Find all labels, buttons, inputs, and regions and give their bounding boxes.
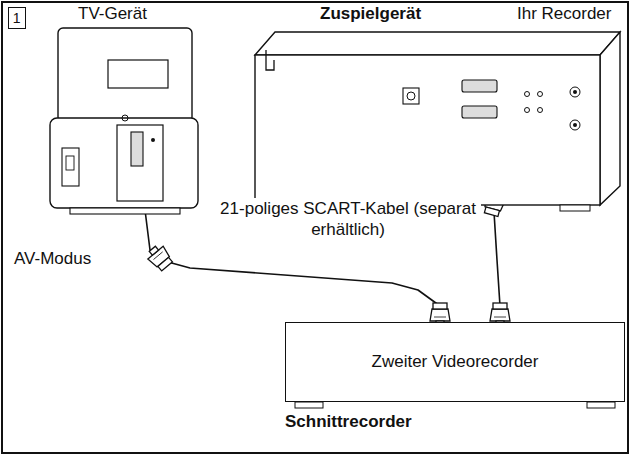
- callout-number: 1: [13, 8, 21, 28]
- mode-label: AV-Modus: [12, 248, 93, 269]
- scart-plug: [145, 242, 175, 272]
- tv-set-drawing: [40, 4, 205, 220]
- editing-recorder: Zweiter VideorecorderSchnittrecorder: [285, 322, 625, 434]
- device-title: Zuspielgerät: [320, 4, 421, 24]
- device-title: TV-Gerät: [78, 4, 147, 24]
- box-text: Zweiter Videorecorder: [372, 352, 539, 372]
- device-subtitle: Ihr Recorder: [517, 4, 611, 24]
- source-recorder: Zuspielgerät Ihr Recorder: [245, 4, 625, 220]
- tv-set: TV-Gerät: [40, 4, 205, 220]
- cable-label: 21-poliges SCART-Kabel (separat erhältli…: [215, 198, 481, 240]
- callout-box: 1: [8, 7, 26, 29]
- device-title: Schnittrecorder: [285, 412, 412, 432]
- source-recorder-drawing: [245, 4, 625, 220]
